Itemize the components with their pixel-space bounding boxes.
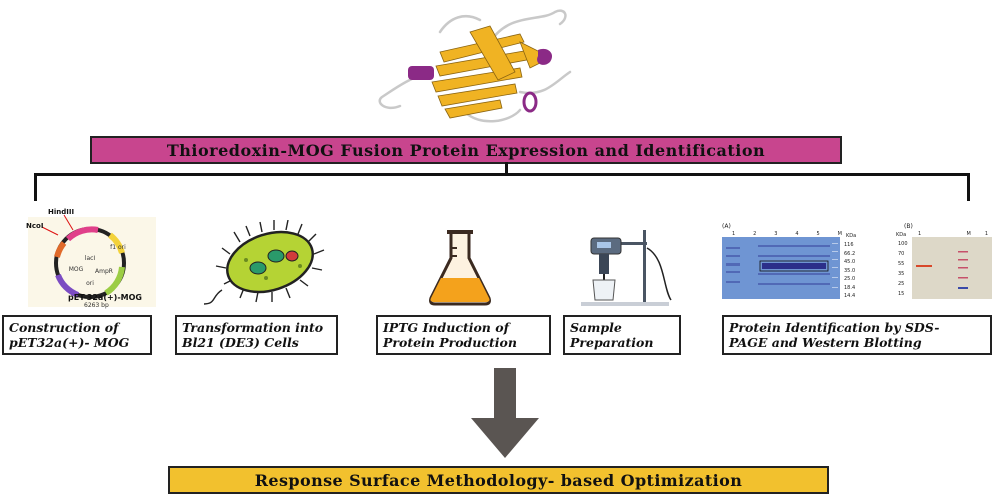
plasmid-map: lacI AmpR ori MOG f1 ori HindIII NcoI pE… xyxy=(18,205,168,310)
western-blot: (B) KDa 1 M 1 100 70 55 35 25 15 xyxy=(896,223,994,301)
blot-marker-label: 15 xyxy=(898,291,905,297)
plasmid-icon: lacI AmpR ori MOG f1 ori xyxy=(28,214,156,307)
blot-image xyxy=(912,237,992,299)
step-box-construction: Construction of pET32a(+)- MOG xyxy=(2,315,152,355)
gel-marker-label: 14.4 xyxy=(844,293,856,299)
blot-panel-label: (B) xyxy=(904,223,913,230)
gel-marker-label: 18.4 xyxy=(844,284,856,291)
down-arrow-icon xyxy=(471,368,539,458)
blot-marker-label: 100 xyxy=(898,241,908,247)
plasmid-site-hindiii: HindIII xyxy=(48,208,75,216)
gel-unit-label: KDa xyxy=(846,233,857,239)
main-title: Thioredoxin-MOG Fusion Protein Expressio… xyxy=(90,136,842,164)
gel-marker-label: 45.0 xyxy=(844,259,856,265)
blot-unit-label: KDa xyxy=(896,232,907,238)
step-box-transformation: Transformation into Bl21 (DE3) Cells xyxy=(175,315,338,355)
feature-label-3: ori xyxy=(86,280,94,287)
gel-lane-label: 4 xyxy=(795,231,799,237)
plasmid-site-ncoi: NcoI xyxy=(26,222,44,230)
bracket-left-leg xyxy=(34,173,37,201)
step-label-line1: Sample xyxy=(570,320,622,335)
gel-lane-label: 2 xyxy=(753,231,757,237)
plasmid-size: 6263 bp xyxy=(84,302,109,309)
step-label-line1: Protein Identification by SDS- xyxy=(729,320,940,335)
gel-marker-label: 116 xyxy=(844,242,854,248)
step-label-line1: Construction of xyxy=(9,320,119,335)
step-label-line1: Transformation into xyxy=(182,320,324,335)
blot-lane-label: 1 xyxy=(918,231,922,237)
bracket-right-leg xyxy=(967,173,970,201)
gel-lane-label: 1 xyxy=(732,231,736,237)
plasmid-name: pET-32a(+)-MOG xyxy=(68,293,142,302)
step-label-line2: pET32a(+)- MOG xyxy=(9,335,130,350)
blot-marker-label: 35 xyxy=(898,271,905,277)
step-box-sample-preparation: Sample Preparation xyxy=(563,315,681,355)
gel-marker-label: 35.0 xyxy=(844,267,856,274)
gel-marker-label: 66.2 xyxy=(844,250,856,257)
blot-marker-label: 70 xyxy=(898,251,905,257)
bracket-horizontal xyxy=(34,173,970,176)
step-label-line2: Protein Production xyxy=(383,335,517,350)
step-label-line2: PAGE and Western Blotting xyxy=(729,335,922,350)
flask-icon xyxy=(429,230,491,306)
step-box-protein-identification: Protein Identification by SDS- PAGE and … xyxy=(722,315,992,355)
optimization-box: Response Surface Methodology- based Opti… xyxy=(168,466,829,494)
gel-image xyxy=(722,237,840,299)
bracket-stem xyxy=(505,162,508,175)
gel-lane-label: M xyxy=(837,231,842,237)
feature-label-4: MOG xyxy=(69,266,84,273)
sds-page-gel: (A) 1 2 3 4 5 M KDa 116 66.2 45.0 35.0 2… xyxy=(722,223,862,301)
gel-lane-label: 3 xyxy=(774,231,778,237)
feature-label-1: lacI xyxy=(85,255,96,262)
gel-marker-label: 25.0 xyxy=(844,276,856,282)
bacterium-icon xyxy=(203,220,325,305)
gel-panel-label: (A) xyxy=(722,223,731,230)
gel-lane-label: 5 xyxy=(816,231,820,237)
sonicator-icon xyxy=(581,230,672,306)
step-label-line2: Preparation xyxy=(570,335,654,350)
step-label-line2: Bl21 (DE3) Cells xyxy=(182,335,299,350)
blot-marker-label: 55 xyxy=(898,261,905,267)
blot-lane-label: M xyxy=(966,231,971,237)
protein-structure-image xyxy=(378,9,572,123)
step-box-iptg-induction: IPTG Induction of Protein Production xyxy=(376,315,551,355)
feature-label-5: f1 ori xyxy=(110,244,126,251)
blot-lane-label: 1 xyxy=(984,231,988,237)
blot-marker-label: 25 xyxy=(898,281,905,287)
feature-label-2: AmpR xyxy=(95,268,113,275)
step-label-line1: IPTG Induction of xyxy=(383,320,509,335)
